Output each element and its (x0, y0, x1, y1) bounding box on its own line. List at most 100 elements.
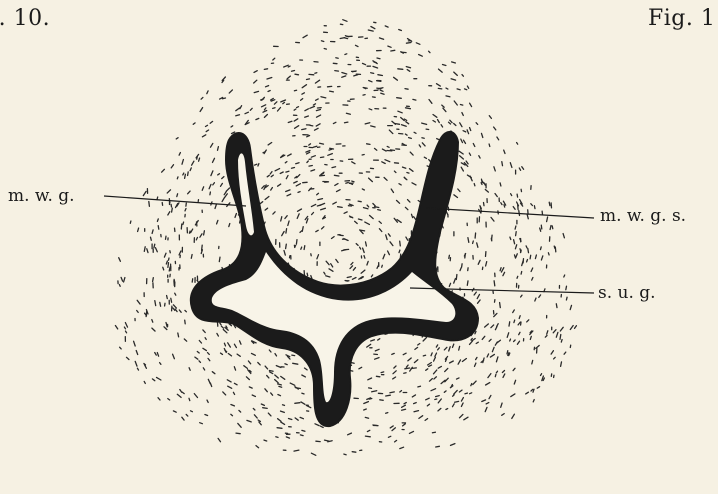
stipple-dash (240, 341, 242, 344)
stipple-dash (463, 131, 466, 132)
stipple-dash (531, 268, 533, 272)
stipple-dash (330, 91, 334, 92)
stipple-dash (495, 327, 497, 330)
stipple-dash (213, 183, 215, 185)
stipple-dash (169, 267, 170, 271)
stipple-dash (416, 43, 420, 45)
stipple-dash (446, 409, 448, 410)
stipple-dash (477, 243, 478, 247)
stipple-dash (414, 403, 417, 404)
stipple-dash (512, 414, 515, 418)
stipple-dash (394, 77, 398, 80)
stipple-dash (211, 171, 213, 176)
stipple-dash (329, 269, 333, 272)
stipple-dash (275, 380, 279, 383)
stipple-dash (378, 75, 383, 76)
stipple-dash (309, 166, 312, 167)
stipple-dash (488, 374, 491, 378)
stipple-dash (332, 167, 336, 168)
stipple-dash (438, 408, 441, 411)
stipple-dash (485, 190, 488, 193)
stipple-dash (316, 99, 319, 100)
stipple-dash (281, 376, 285, 379)
stipple-dash (315, 128, 319, 130)
stipple-dash (293, 363, 298, 364)
stipple-dash (375, 207, 379, 208)
stipple-dash (378, 339, 380, 340)
stipple-dash (321, 97, 326, 98)
stipple-dash (385, 26, 388, 27)
stipple-dash (185, 310, 187, 311)
stipple-dash (265, 366, 268, 369)
stipple-dash (500, 268, 501, 271)
stipple-dash (419, 55, 423, 57)
stipple-dash (370, 215, 374, 218)
stipple-dash (278, 395, 281, 396)
stipple-dash (156, 248, 158, 252)
stipple-dash (364, 208, 368, 209)
stipple-dash (382, 265, 383, 267)
stipple-dash (199, 158, 200, 161)
stipple-dash (208, 358, 210, 360)
stipple-dash (344, 454, 346, 455)
stipple-dash (486, 262, 487, 266)
stipple-dash (537, 387, 539, 389)
stipple-dash (555, 247, 556, 252)
stipple-dash (125, 323, 127, 328)
stipple-dash (359, 367, 362, 369)
stipple-dash (469, 153, 470, 155)
stipple-dash (465, 393, 467, 394)
stipple-dash (258, 420, 260, 421)
stipple-dash (514, 240, 515, 244)
stipple-dash (244, 366, 248, 369)
stipple-dash (426, 398, 430, 400)
stipple-dash (471, 338, 472, 340)
stipple-dash (254, 91, 258, 92)
stipple-dash (189, 231, 190, 233)
stipple-dash (389, 130, 393, 134)
stipple-dash (183, 173, 184, 175)
stipple-dash (516, 254, 517, 257)
stipple-dash (281, 217, 282, 221)
stipple-dash (193, 123, 195, 124)
stipple-dash (476, 357, 477, 359)
stipple-dash (172, 208, 173, 212)
stipple-dash (152, 320, 153, 323)
stipple-dash (460, 105, 462, 106)
stipple-dash (501, 403, 502, 407)
stipple-dash (445, 357, 447, 360)
stipple-dash (408, 358, 411, 361)
stipple-dash (124, 278, 125, 282)
stipple-dash (295, 74, 299, 75)
stipple-dash (475, 363, 476, 366)
stipple-dash (210, 121, 212, 123)
stipple-dash (278, 108, 281, 112)
stipple-dash (564, 352, 566, 354)
stipple-dash (287, 76, 290, 79)
stipple-dash (234, 344, 236, 347)
stipple-dash (392, 428, 395, 431)
stipple-dash (286, 355, 290, 357)
stipple-dash (235, 214, 236, 218)
stipple-dash (356, 45, 359, 46)
stipple-dash (192, 279, 193, 282)
stipple-dash (175, 293, 176, 295)
stipple-dash (313, 104, 315, 105)
stipple-dash (183, 222, 184, 224)
stipple-dash (495, 374, 496, 376)
stipple-dash (255, 164, 257, 165)
stipple-dash (527, 215, 528, 219)
stipple-dash (281, 411, 285, 412)
stipple-dash (503, 272, 505, 275)
stipple-dash (446, 88, 448, 89)
stipple-dash (470, 128, 471, 131)
stipple-dash (365, 417, 368, 418)
stipple-dash (367, 261, 368, 265)
stipple-dash (404, 403, 406, 404)
stipple-dash (340, 38, 345, 39)
stipple-dash (286, 190, 290, 192)
stipple-dash (534, 206, 535, 209)
stipple-dash (461, 398, 463, 402)
stipple-dash (317, 193, 319, 195)
stipple-dash (177, 394, 181, 397)
